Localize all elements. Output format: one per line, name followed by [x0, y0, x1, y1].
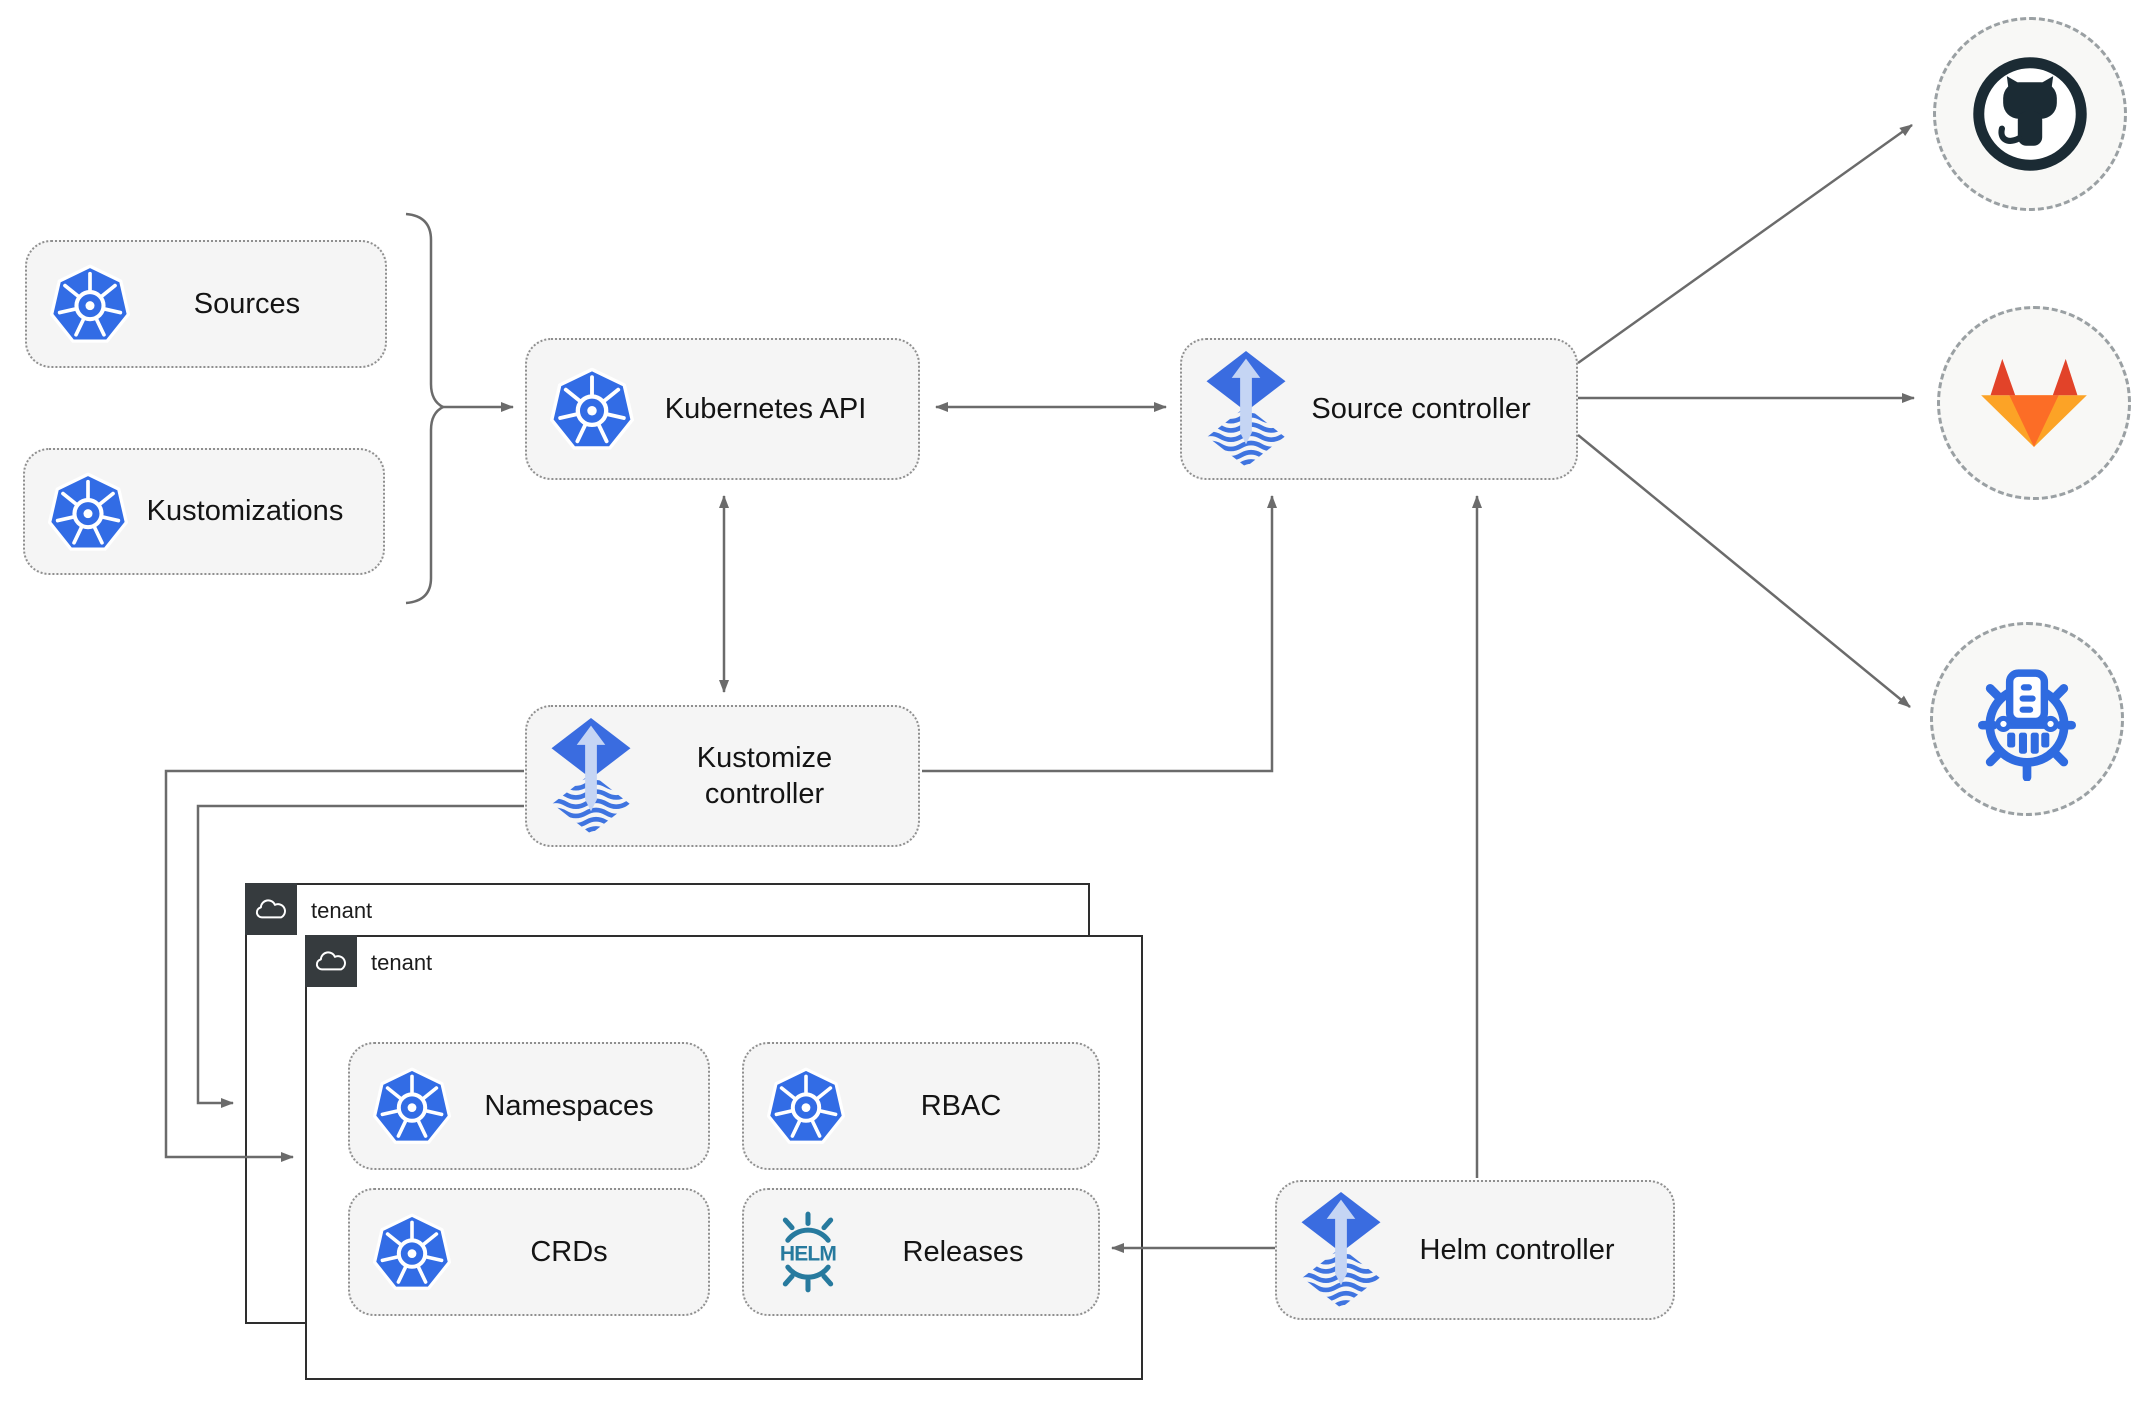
node-helm-repository: [1930, 622, 2124, 816]
node-label: Kubernetes API: [664, 392, 867, 425]
node-label: Namespaces: [484, 1089, 654, 1122]
gitlab-icon: [1975, 353, 2093, 454]
kubernetes-icon: [549, 366, 635, 452]
edge-bracket: [405, 212, 446, 605]
node-label: CRDs: [530, 1235, 608, 1268]
kubernetes-icon: [49, 263, 131, 345]
node-label: Kustomizations: [146, 495, 344, 528]
node-label: Releases: [902, 1235, 1024, 1268]
node-crds: CRDs: [348, 1188, 710, 1316]
kubernetes-icon: [766, 1066, 846, 1146]
node-label: Source controller: [1311, 392, 1531, 425]
node-label: Helm controller: [1419, 1233, 1615, 1266]
node-helm-controller: Helm controller: [1275, 1180, 1675, 1320]
kubernetes-icon: [47, 471, 129, 553]
node-kustomize-controller: Kustomize controller: [525, 705, 920, 847]
node-kubernetes-api: Kubernetes API: [525, 338, 920, 480]
kubernetes-icon: [372, 1066, 452, 1146]
node-label: Sources: [193, 287, 301, 320]
tenant-label: tenant: [371, 950, 433, 975]
edge-source-controller-github: [1577, 123, 1913, 365]
tenant-label: tenant: [311, 898, 373, 923]
node-kustomizations: Kustomizations: [23, 448, 385, 575]
flux-icon: [1299, 1191, 1383, 1309]
edge-source-controller-helm-repository: [1577, 434, 1911, 708]
node-label: RBAC: [920, 1089, 1002, 1122]
node-releases: Releases: [742, 1188, 1100, 1316]
cloud-icon: [305, 935, 357, 987]
flux-icon: [1204, 350, 1288, 468]
github-icon: [1969, 53, 2091, 175]
node-sources: Sources: [25, 240, 387, 368]
kubernetes-icon: [372, 1212, 452, 1292]
edge-kustomize-controller-source-controller: [922, 495, 1277, 773]
cloud-icon: [245, 883, 297, 935]
node-rbac: RBAC: [742, 1042, 1100, 1170]
helm-icon: [766, 1210, 850, 1294]
node-label: Kustomize controller: [696, 741, 833, 810]
node-namespaces: Namespaces: [348, 1042, 710, 1170]
node-github: [1933, 17, 2127, 211]
flux-icon: [549, 717, 633, 835]
helm-repository-icon: [1965, 657, 2089, 781]
node-gitlab: [1937, 306, 2131, 500]
node-source-controller: Source controller: [1180, 338, 1578, 480]
